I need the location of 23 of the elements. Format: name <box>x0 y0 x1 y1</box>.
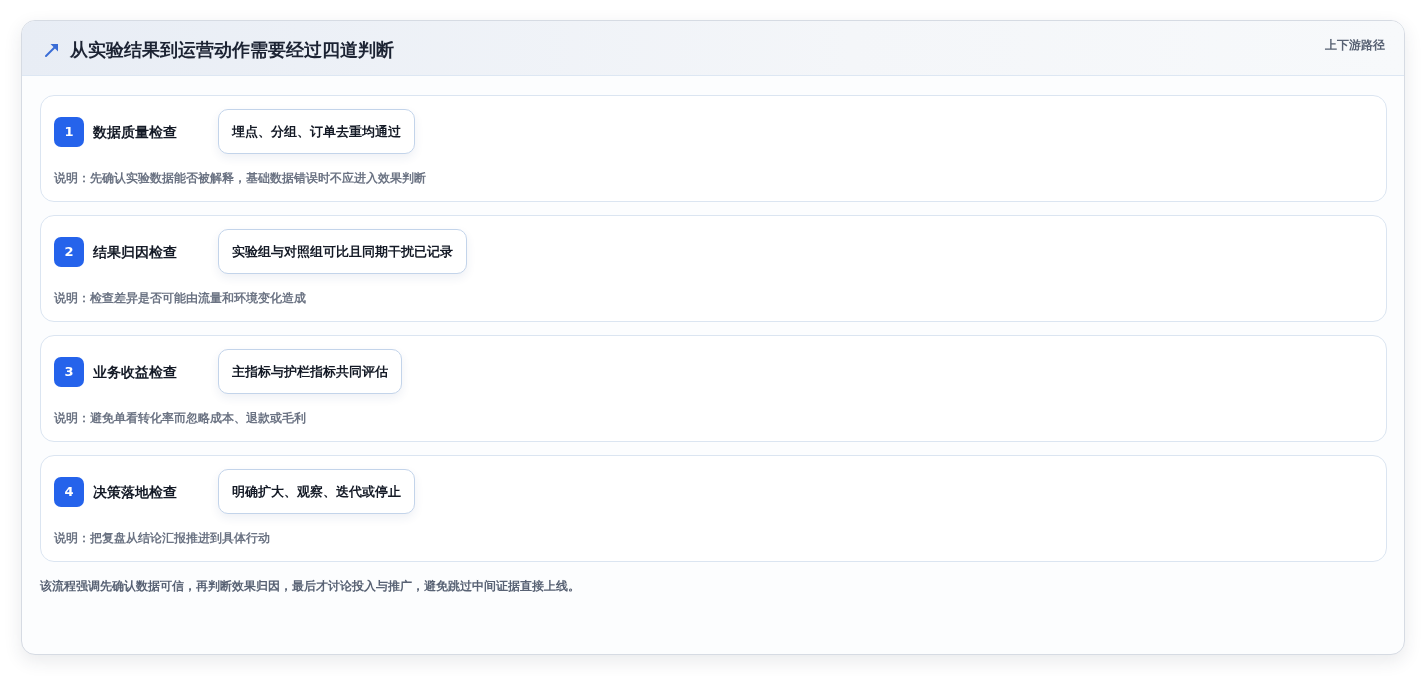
note-text: 说明：先确认实验数据能否被解释，基础数据错误时不应进入效果判断 <box>54 170 426 186</box>
criterion-box: 明确扩大、观察、迭代或停止 <box>218 469 415 514</box>
note-text: 说明：避免单看转化率而忽略成本、退款或毛利 <box>54 410 306 426</box>
step-title: 数据质量检查 <box>93 123 177 142</box>
step-card <box>40 215 1387 322</box>
header-label: 上下游路径 <box>1325 37 1385 53</box>
step-title: 决策落地检查 <box>93 483 177 502</box>
number-badge: 3 <box>54 357 84 387</box>
note-text: 说明：检查差异是否可能由流量和环境变化造成 <box>54 290 306 306</box>
criterion-box: 主指标与护栏指标共同评估 <box>218 349 402 394</box>
step-card <box>40 95 1387 202</box>
number-badge: 4 <box>54 477 84 507</box>
step-card <box>40 455 1387 562</box>
step-title: 结果归因检查 <box>93 243 177 262</box>
number-badge: 2 <box>54 237 84 267</box>
criterion-box: 埋点、分组、订单去重均通过 <box>218 109 415 154</box>
title: 从实验结果到运营动作需要经过四道判断 <box>70 38 394 62</box>
step-title: 业务收益检查 <box>93 363 177 382</box>
number-badge: 1 <box>54 117 84 147</box>
note-text: 说明：把复盘从结论汇报推进到具体行动 <box>54 530 270 546</box>
step-card <box>40 335 1387 442</box>
caption: 该流程强调先确认数据可信，再判断效果归因，最后才讨论投入与推广，避免跳过中间证据直接上线。 <box>40 578 580 594</box>
criterion-box: 实验组与对照组可比且同期干扰已记录 <box>218 229 467 274</box>
